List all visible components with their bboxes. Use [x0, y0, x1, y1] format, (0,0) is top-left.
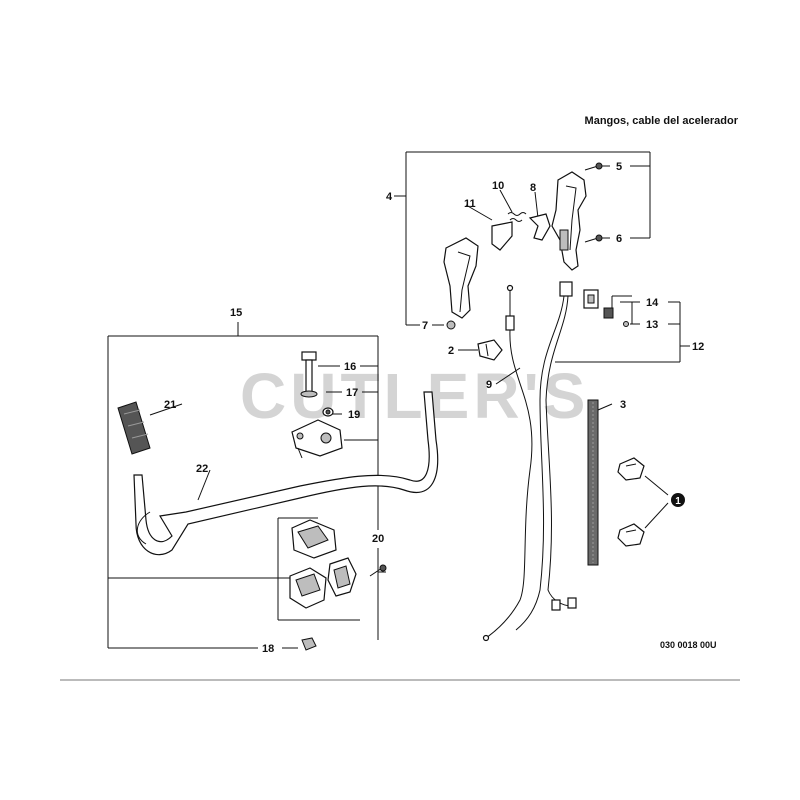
callout-5: 5: [616, 161, 622, 173]
callout-15: 15: [230, 307, 242, 319]
switch-plate-part-14: [583, 289, 629, 327]
clamp-lower-group: [277, 517, 360, 621]
handle-half-part-8: [551, 171, 587, 271]
callout-6: 6: [616, 233, 622, 245]
callout-8: 8: [530, 182, 536, 194]
callout-12: 12: [692, 341, 704, 353]
bracket-group-15: [107, 322, 386, 649]
callout-13: 13: [646, 319, 658, 331]
clip-part-1-top: [617, 457, 645, 481]
callout-marker-1: [671, 493, 685, 507]
screw-part-5: [584, 162, 603, 171]
callout-19: 19: [348, 409, 360, 421]
callout-21: 21: [164, 399, 176, 411]
leader-lines: [149, 189, 669, 529]
callout-18: 18: [262, 643, 274, 655]
callout-4: 4: [386, 191, 393, 203]
screw-part-6: [584, 234, 603, 243]
callout-11: 11: [464, 198, 476, 210]
callout-20: 20: [372, 533, 384, 545]
stop-wire-part-12: [515, 281, 577, 631]
throttle-cable-part-9: [482, 284, 533, 642]
bracket-group-12: [555, 295, 690, 363]
callout-3: 3: [620, 399, 626, 411]
diagram-title: Mangos, cable del acelerador: [585, 115, 739, 127]
spring-part-10: [507, 212, 527, 222]
bracket-group-4: [394, 151, 651, 326]
callout-1: 1: [675, 496, 681, 507]
drawing-code: 030 0018 00U: [660, 640, 717, 650]
washer-part-17: [300, 390, 318, 398]
callout-17: 17: [346, 387, 358, 399]
lever-part-11: [491, 221, 513, 251]
handle-half-part-7: [443, 237, 479, 330]
clamp-upper: [291, 419, 343, 459]
callout-10: 10: [492, 180, 504, 192]
grip-part-21: [117, 401, 151, 455]
callout-2: 2: [448, 345, 454, 357]
nut-part-18: [301, 637, 317, 651]
handlebar-part-22: [133, 391, 439, 556]
bushing-part-19: [322, 407, 334, 417]
callout-14: 14: [646, 297, 659, 309]
callout-7: 7: [422, 320, 428, 332]
cable-clip-part-2: [477, 339, 503, 361]
callout-22: 22: [196, 463, 208, 475]
callout-9: 9: [486, 379, 492, 391]
watermark-text: CUTLER'S: [240, 360, 589, 432]
tube-part-3: [587, 399, 599, 566]
callout-16: 16: [344, 361, 356, 373]
trigger-part-8: [528, 213, 551, 241]
clip-part-1-bottom: [617, 523, 645, 547]
screw-part-20: [369, 564, 387, 577]
